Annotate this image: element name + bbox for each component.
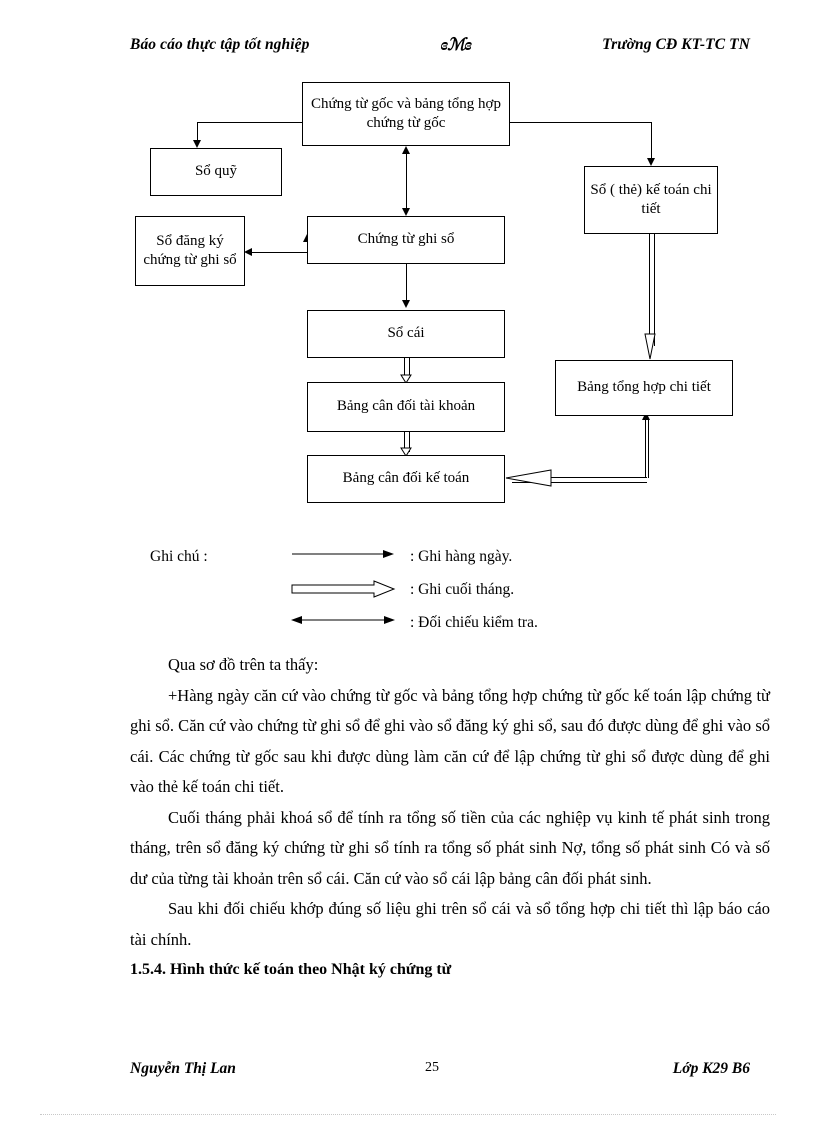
legend-row-reconcile: : Đối chiếu kiểm tra.: [150, 606, 770, 639]
body-content: Qua sơ đồ trên ta thấy: +Hàng ngày căn c…: [130, 650, 770, 985]
node-so-quy[interactable]: Sổ quỹ: [150, 148, 282, 196]
legend-label-monthly: : Ghi cuối tháng.: [410, 580, 515, 598]
arrowhead-tonghop-hollow: [644, 333, 656, 360]
accounting-flow-diagram: Chứng từ gốc và bảng tổng hợp chứng từ g…: [0, 0, 816, 530]
legend-row-daily: Ghi chú : : Ghi hàng ngày.: [150, 540, 770, 573]
paragraph-reconcile: Sau khi đối chiếu khớp đúng số liệu ghi …: [130, 899, 770, 949]
arrowhead-cdkt-left-hollow: [505, 469, 552, 487]
connector-ghiso-to-socai-v: [406, 264, 407, 302]
paragraph-daily: +Hàng ngày căn cứ vào chứng từ gốc và bả…: [130, 685, 770, 797]
connector-chitiet-to-tonghop: [649, 234, 655, 346]
footer-class: Lớp K29 B6: [672, 1060, 750, 1077]
connector-cdkt-to-tonghop-v1: [645, 420, 646, 478]
connector-socai-to-cdtk: [404, 358, 410, 378]
connector-goc-to-chitiet-h: [510, 122, 651, 123]
paragraph-intro: Qua sơ đồ trên ta thấy:: [168, 655, 319, 674]
node-bang-can-doi-tai-khoan[interactable]: Bảng cân đối tài khoản: [307, 382, 505, 432]
connector-cdtk-to-cdkt: [404, 432, 410, 452]
legend-label-reconcile: : Đối chiếu kiểm tra.: [410, 613, 538, 631]
arrowhead-tonghop-up: [642, 412, 650, 420]
footer-author: Nguyễn Thị Lan: [130, 1060, 236, 1077]
page-footer: Nguyễn Thị Lan 25 Lớp K29 B6: [130, 1060, 750, 1078]
paragraph-monthly: Cuối tháng phải khoá sổ để tính ra tổng …: [130, 807, 770, 888]
node-so-dang-ky[interactable]: Sổ đăng ký chứng từ ghi sổ: [135, 216, 245, 286]
arrowhead-cdkt-hollow: [400, 447, 412, 457]
connector-ghiso-to-dangky-h: [252, 252, 308, 253]
diagram-legend: Ghi chú : : Ghi hàng ngày. : Ghi cuối th…: [150, 540, 770, 639]
legend-title: Ghi chú :: [150, 547, 208, 565]
header-left-title: Báo cáo thực tập tốt nghiệp: [130, 36, 310, 53]
connector-goc-to-soquy-v: [197, 122, 198, 142]
page-header: Báo cáo thực tập tốt nghiệp ɞℳɞ Trường C…: [130, 30, 750, 60]
arrowhead-ghiso-down: [402, 208, 410, 216]
thin-arrow-right-icon: [290, 547, 410, 567]
node-bang-tong-hop-chi-tiet[interactable]: Bảng tổng hợp chi tiết: [555, 360, 733, 416]
arrowhead-cdtk-hollow: [400, 374, 412, 384]
header-right-title: Trường CĐ KT-TC TN: [602, 36, 750, 53]
node-so-the-ke-toan-chi-tiet[interactable]: Sổ ( thẻ) kế toán chi tiết: [584, 166, 718, 234]
legend-label-daily: : Ghi hàng ngày.: [410, 547, 513, 565]
node-chung-tu-ghi-so[interactable]: Chứng từ ghi sổ: [307, 216, 505, 264]
node-chung-tu-goc[interactable]: Chứng từ gốc và bảng tổng hợp chứng từ g…: [302, 82, 510, 146]
arrowhead-socai: [402, 300, 410, 308]
section-heading-1-5-4: 1.5.4. Hình thức kế toán theo Nhật ký ch…: [130, 961, 452, 979]
arrowhead-goc-up: [402, 146, 410, 154]
node-bang-can-doi-ke-toan[interactable]: Bảng cân đối kế toán: [307, 455, 505, 503]
connector-ghiso-goc-v: [406, 148, 407, 214]
header-ornament-icon: ɞℳɞ: [440, 35, 472, 54]
double-headed-arrow-icon: [290, 613, 410, 633]
legend-row-monthly: : Ghi cuối tháng.: [150, 573, 770, 606]
node-so-cai[interactable]: Sổ cái: [307, 310, 505, 358]
arrowhead-dangky-left: [244, 248, 252, 256]
connector-goc-to-chitiet-v: [651, 122, 652, 160]
bottom-divider: [40, 1114, 776, 1115]
footer-page-number: 25: [425, 1060, 439, 1075]
connector-tonghop-to-cdkt-h: [512, 477, 647, 483]
connector-cdkt-to-tonghop-v2: [648, 420, 649, 478]
arrowhead-chitiet: [647, 158, 655, 166]
hollow-arrow-right-icon: [290, 579, 410, 600]
connector-goc-to-soquy-h: [197, 122, 303, 123]
arrowhead-soquy: [193, 140, 201, 148]
